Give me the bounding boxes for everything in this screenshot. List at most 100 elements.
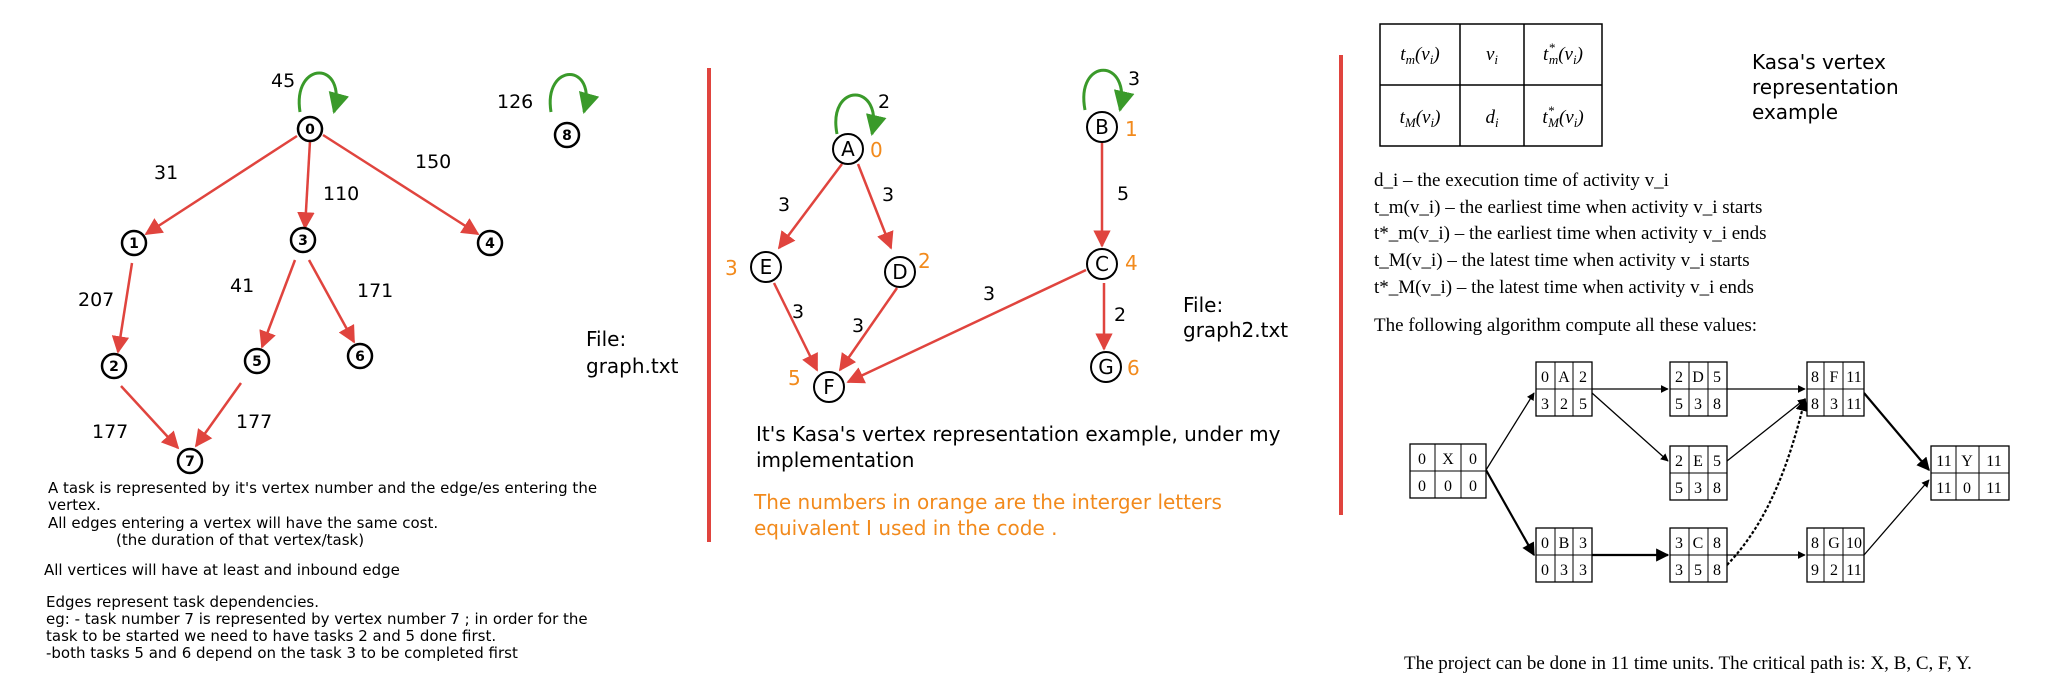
- file-label-graph1-b: graph.txt: [586, 354, 679, 378]
- index-B: 1: [1125, 117, 1138, 141]
- svg-text:D: D: [892, 260, 907, 284]
- index-G: 6: [1127, 356, 1140, 380]
- svg-text:F: F: [1830, 369, 1839, 386]
- svg-text:8: 8: [1713, 535, 1721, 552]
- svg-text:5: 5: [1694, 562, 1702, 579]
- svg-text:A task is represented by it's: A task is represented by it's vertex num…: [48, 479, 597, 497]
- svg-text:vertex.: vertex.: [48, 496, 101, 514]
- weight-3-6: 171: [357, 280, 393, 302]
- kasa-network-edges: [1485, 385, 1930, 566]
- svg-text:8: 8: [562, 128, 572, 144]
- orange-note-2: equivalent I used in the code .: [754, 516, 1058, 540]
- svg-text:G: G: [1828, 535, 1840, 552]
- weight-2-7: 177: [92, 421, 128, 443]
- node-E: E3: [725, 251, 782, 283]
- node-7: 7: [176, 447, 204, 475]
- weight-1-2: 207: [78, 289, 114, 311]
- svg-text:C: C: [1095, 252, 1109, 276]
- weight-0-4: 150: [415, 151, 451, 173]
- graph2-caption-1: It's Kasa's vertex representation exampl…: [756, 422, 1281, 446]
- weight-A-E: 3: [778, 194, 790, 216]
- svg-text:2: 2: [1675, 453, 1683, 470]
- node-8: 8: [553, 121, 581, 149]
- svg-text:7: 7: [185, 454, 195, 470]
- index-D: 2: [918, 249, 931, 273]
- weight-0-3: 110: [323, 183, 359, 205]
- svg-text:10: 10: [1846, 535, 1862, 552]
- self-loop-8: [548, 73, 600, 115]
- svg-text:3: 3: [1694, 480, 1702, 497]
- svg-text:A: A: [1558, 369, 1570, 386]
- svg-text:3: 3: [1675, 562, 1683, 579]
- svg-text:5: 5: [1713, 369, 1721, 386]
- svg-text:0: 0: [1469, 451, 1477, 468]
- edge-C-F: [846, 268, 1087, 384]
- svg-text:X: X: [1442, 451, 1454, 468]
- svg-text:0: 0: [305, 122, 315, 138]
- edge-3-5: [259, 259, 297, 349]
- svg-text:(the duration of that vertex/t: (the duration of that vertex/task): [116, 531, 364, 549]
- edge-A-E: [777, 163, 843, 250]
- svg-text:task to be started we need to: task to be started we need to have tasks…: [46, 627, 496, 645]
- node-1: 1: [120, 229, 148, 257]
- svg-text:8: 8: [1811, 396, 1819, 413]
- svg-text:3: 3: [1541, 396, 1549, 413]
- edge-D-F: [838, 287, 899, 372]
- svg-text:2: 2: [1830, 562, 1838, 579]
- weight-B-C: 5: [1117, 183, 1129, 205]
- edge-A-D: [856, 163, 894, 250]
- svg-text:Y: Y: [1961, 453, 1973, 470]
- svg-text:0: 0: [1469, 478, 1477, 495]
- edge-5-7: [194, 382, 243, 448]
- svg-text:3: 3: [1579, 562, 1587, 579]
- svg-text:A: A: [841, 137, 855, 161]
- edge-0-3: [297, 140, 315, 230]
- svg-text:5: 5: [252, 354, 262, 370]
- svg-text:11: 11: [1936, 480, 1951, 497]
- node-2: 2: [100, 352, 128, 380]
- svg-text:11: 11: [1986, 453, 2001, 470]
- svg-text:B: B: [1095, 115, 1109, 139]
- svg-text:All vertices will have at leas: All vertices will have at least and inbo…: [44, 561, 400, 579]
- orange-note-1: The numbers in orange are the interger l…: [753, 490, 1222, 514]
- svg-text:2: 2: [1675, 369, 1683, 386]
- svg-text:11: 11: [1986, 480, 2001, 497]
- svg-text:11: 11: [1846, 396, 1861, 413]
- svg-text:8: 8: [1713, 480, 1721, 497]
- edge-3-6: [307, 259, 356, 344]
- svg-text:t*_m(v_i) – the earliest time: t*_m(v_i) – the earliest time when activ…: [1374, 223, 1767, 244]
- weight-self-8: 126: [497, 91, 533, 113]
- svg-text:0: 0: [1541, 535, 1549, 552]
- index-E: 3: [725, 256, 738, 280]
- svg-text:D: D: [1692, 369, 1704, 386]
- edge-2-7: [120, 385, 180, 450]
- svg-text:C: C: [1693, 535, 1704, 552]
- weight-A-D: 3: [882, 184, 894, 206]
- svg-text:4: 4: [485, 236, 495, 252]
- self-loop-B: [1082, 68, 1135, 113]
- weight-self-A: 2: [878, 91, 890, 113]
- edge-0-1: [144, 134, 298, 236]
- svg-text:3: 3: [1675, 535, 1683, 552]
- svg-text:8: 8: [1713, 396, 1721, 413]
- weight-D-F: 3: [852, 315, 864, 337]
- kasa-title-2: representation: [1752, 75, 1899, 99]
- svg-text:11: 11: [1846, 562, 1861, 579]
- svg-text:t_m(v_i) – the earliest time w: t_m(v_i) – the earliest time when activi…: [1374, 197, 1762, 218]
- file-label-graph2-b: graph2.txt: [1183, 318, 1288, 342]
- svg-text:E: E: [760, 255, 773, 279]
- svg-text:t*M(vi): t*M(vi): [1542, 103, 1583, 130]
- svg-text:t*m(vi): t*m(vi): [1543, 40, 1583, 67]
- kasa-definitions: d_i – the execution time of activity v_i…: [1374, 170, 1767, 336]
